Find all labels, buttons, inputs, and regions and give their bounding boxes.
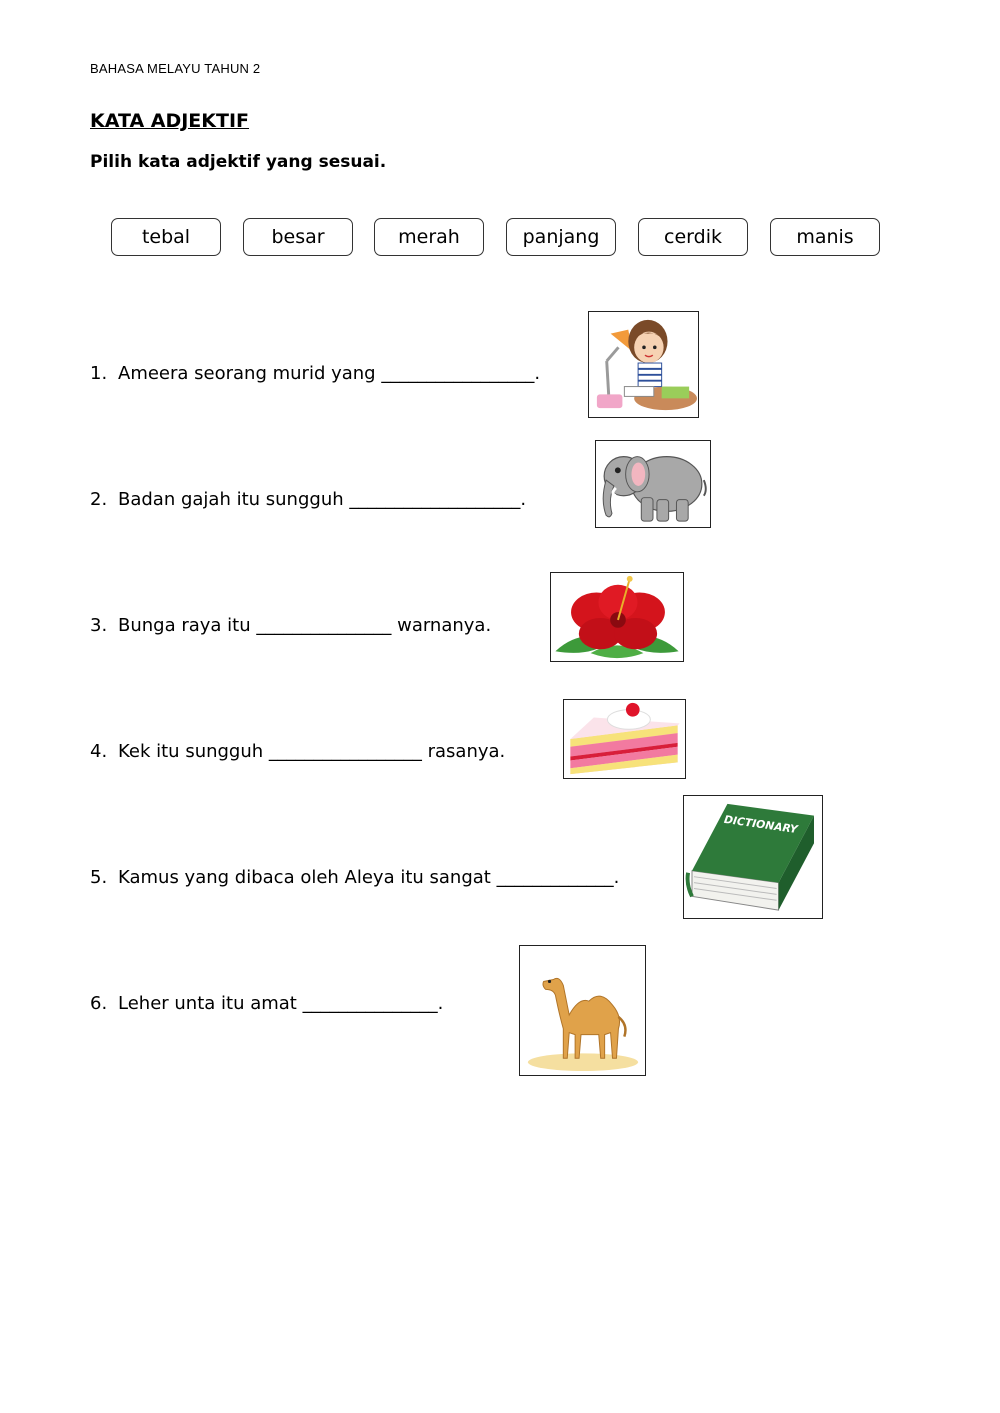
question-4: 4. Kek itu sungguh _________________ rasa… [90, 741, 505, 762]
question-number: 3. [90, 615, 108, 636]
question-text: Ameera seorang murid yang [118, 363, 382, 384]
answer-blank[interactable]: _____________ [496, 867, 614, 888]
question-number: 1. [90, 363, 108, 384]
question-6: 6. Leher unta itu amat _______________. [90, 993, 443, 1014]
hibiscus-picture [550, 572, 684, 662]
question-3: 3. Bunga raya itu _______________ warnany… [90, 615, 491, 636]
girl-studying-icon [596, 319, 697, 411]
dictionary-icon: DICTIONARY [685, 803, 814, 911]
instruction-text: Pilih kata adjektif yang sesuai. [90, 152, 387, 172]
question-2: 2. Badan gajah itu sungguh ______________… [90, 489, 526, 510]
word-bank-item[interactable]: cerdik [638, 218, 748, 256]
question-text-end: warnanya. [391, 615, 492, 636]
question-text-end: . [534, 363, 541, 384]
question-text-end: . [613, 867, 620, 888]
question-text: Leher unta itu amat [118, 993, 303, 1014]
answer-blank[interactable]: _________________ [268, 741, 422, 762]
question-text-end: rasanya. [421, 741, 506, 762]
header-subject-level: BAHASA MELAYU TAHUN 2 [90, 61, 261, 76]
answer-blank[interactable]: _________________ [381, 363, 535, 384]
elephant-icon [602, 456, 707, 522]
word-bank-item[interactable]: panjang [506, 218, 616, 256]
dictionary-picture: DICTIONARY [683, 795, 823, 919]
word-bank-item[interactable]: besar [243, 218, 353, 256]
question-text: Kamus yang dibaca oleh Aleya itu sangat [118, 867, 497, 888]
camel-picture [519, 945, 646, 1076]
worksheet-title: KATA ADJEKTIF [90, 110, 250, 132]
word-bank-item[interactable]: manis [770, 218, 880, 256]
answer-blank[interactable]: _______________ [256, 615, 392, 636]
question-text: Badan gajah itu sungguh [118, 489, 350, 510]
question-text-end: . [520, 489, 527, 510]
answer-blank[interactable]: _______________ [302, 993, 438, 1014]
question-text: Bunga raya itu [118, 615, 257, 636]
word-bank-item[interactable]: tebal [111, 218, 221, 256]
girl-studying-picture [588, 311, 699, 418]
question-number: 4. [90, 741, 108, 762]
elephant-picture [595, 440, 711, 528]
question-1: 1. Ameera seorang murid yang ____________… [90, 363, 540, 384]
camel-icon [527, 977, 639, 1072]
question-number: 5. [90, 867, 108, 888]
question-5: 5. Kamus yang dibaca oleh Aleya itu sanga… [90, 867, 619, 888]
answer-blank[interactable]: ___________________ [349, 489, 521, 510]
question-number: 2. [90, 489, 108, 510]
question-text-end: . [437, 993, 444, 1014]
word-bank-item[interactable]: merah [374, 218, 484, 256]
cake-icon [570, 702, 680, 775]
question-text: Kek itu sungguh [118, 741, 269, 762]
hibiscus-icon [555, 575, 679, 659]
question-number: 6. [90, 993, 108, 1014]
cake-picture [563, 699, 686, 779]
